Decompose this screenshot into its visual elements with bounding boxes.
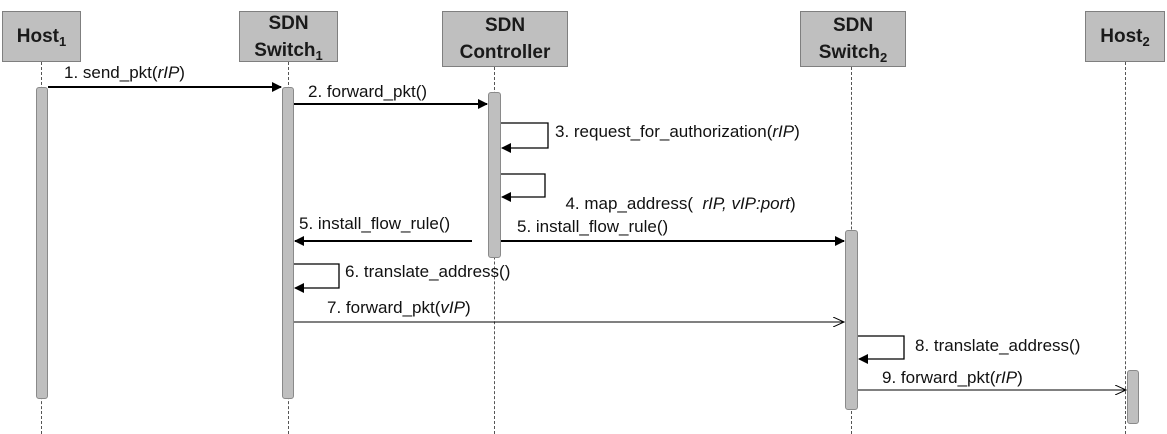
actor-sdn-switch-1: SDN Switch1 [239, 11, 338, 62]
actor-host-1-label: Host1 [16, 26, 67, 49]
actor-sdn-controller-line1: SDN [484, 15, 526, 36]
label-m8: 8. translate_address() [915, 336, 1081, 355]
label-m5b: 5. install_flow_rule() [517, 217, 669, 236]
label-m9: 9. forward_pkt(rIP) [882, 368, 1023, 387]
activation-host-1 [36, 87, 48, 399]
actor-sdn-switch-2-line1: SDN [832, 15, 874, 36]
label-m3: 3. request_for_authorization(rIP) [555, 122, 800, 141]
actor-sdn-controller-line2: Controller [459, 42, 551, 63]
label-m4: 4. map_address( rIP, vIP:port) [565, 194, 796, 213]
actor-sdn-switch-2-line2: Switch2 [818, 42, 888, 65]
label-m1: 1. send_pkt(rIP) [64, 63, 185, 82]
activation-sdn-controller [488, 92, 501, 258]
label-m5a: 5. install_flow_rule() [299, 214, 451, 233]
actor-host-1: Host1 [2, 11, 81, 62]
activation-sdn-switch-1 [282, 87, 294, 399]
arrow-m8 [858, 335, 905, 364]
actor-sdn-controller: SDN Controller [442, 11, 568, 67]
label-m2: 2. forward_pkt() [308, 82, 428, 101]
actor-sdn-switch-1-line2: Switch1 [254, 39, 323, 63]
actor-sdn-switch-2: SDN Switch2 [800, 11, 906, 67]
arrow-m3 [501, 122, 549, 153]
arrow-m4 [501, 173, 546, 202]
label-m7: 7. forward_pkt(vIP) [327, 298, 471, 317]
arrow-m6 [294, 263, 340, 293]
lifeline-host-2 [1125, 62, 1126, 434]
actor-sdn-switch-1-line1: SDN [268, 12, 309, 34]
activation-sdn-switch-2 [845, 230, 858, 410]
actor-host-2: Host2 [1085, 11, 1165, 62]
activation-host-2 [1127, 370, 1139, 424]
label-m6: 6. translate_address() [345, 262, 511, 281]
actor-host-2-label: Host2 [1100, 26, 1150, 49]
